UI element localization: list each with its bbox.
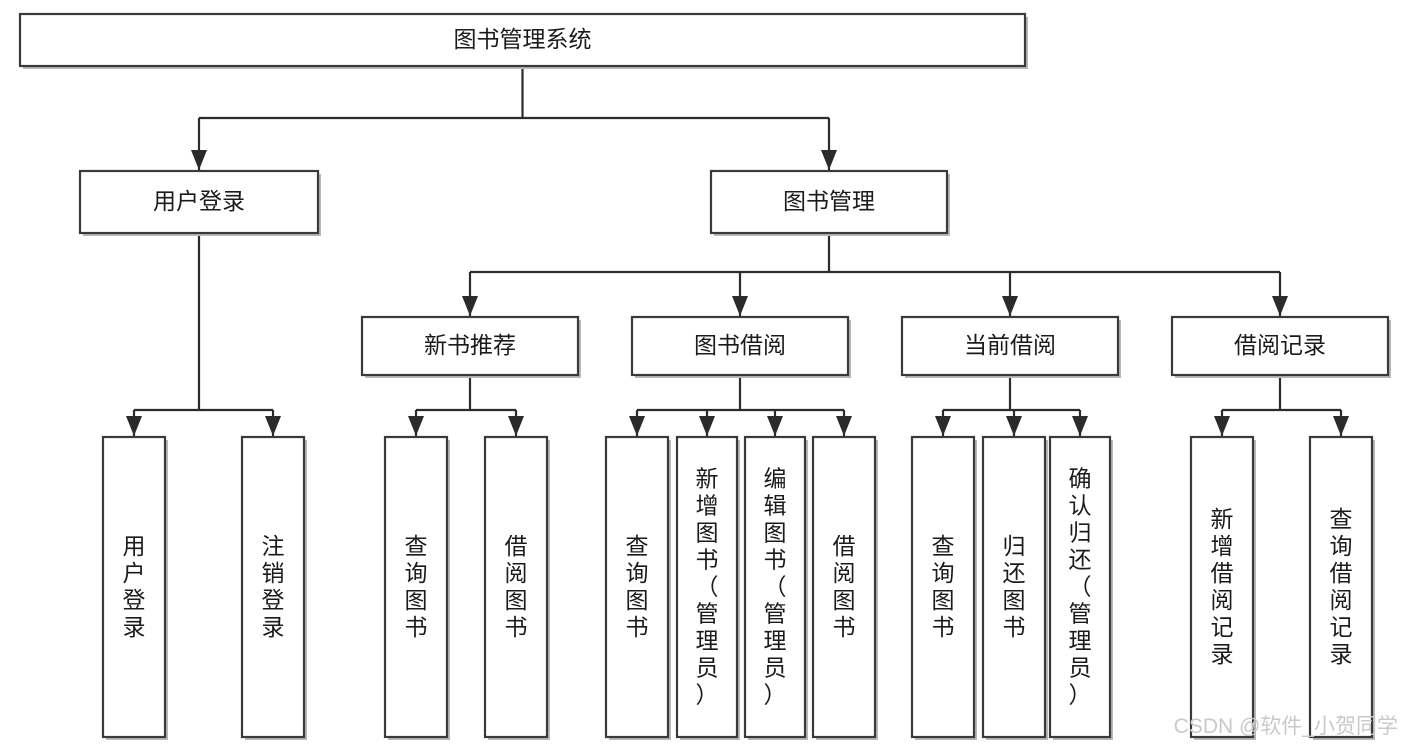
node-user-login[interactable]: 用户登录 — [78, 169, 321, 236]
arrow-head-icon — [629, 416, 645, 436]
node-rect[interactable] — [743, 435, 807, 739]
arrow-head-icon — [767, 416, 783, 436]
node-borrow-record[interactable]: 借阅记录 — [1170, 315, 1391, 378]
node-label: 新书推荐 — [424, 332, 516, 358]
node-label: 借阅图书 — [505, 533, 528, 640]
node-label: 归还图书 — [1003, 533, 1026, 640]
node-l-cb-2[interactable]: 归还图书 — [981, 435, 1048, 740]
arrow-head-icon — [821, 150, 837, 170]
node-current-borrow[interactable]: 当前借阅 — [900, 315, 1121, 378]
arrow-head-icon — [1006, 416, 1022, 436]
node-label: 确认归还（管理员） — [1069, 466, 1092, 708]
node-label: 查询图书 — [626, 533, 649, 640]
node-label: 查询借阅记录 — [1330, 506, 1353, 667]
arrow-head-icon — [408, 416, 424, 436]
node-rect[interactable] — [709, 169, 949, 235]
node-rect[interactable] — [604, 435, 670, 739]
node-label: 当前借阅 — [964, 332, 1056, 358]
node-label: 新增借阅记录 — [1211, 506, 1234, 667]
arrow-head-icon — [1272, 296, 1288, 316]
node-rect[interactable] — [900, 315, 1120, 377]
node-book-borrow[interactable]: 图书借阅 — [630, 315, 851, 378]
node-label: 用户登录 — [153, 188, 245, 214]
node-label: 注销登录 — [262, 533, 285, 640]
arrow-head-icon — [191, 150, 207, 170]
node-l-cb-3[interactable]: 确认归还（管理员） — [1048, 435, 1113, 740]
node-rect[interactable] — [630, 315, 850, 377]
arrow-head-icon — [1072, 416, 1088, 436]
arrow-head-icon — [126, 416, 142, 436]
node-rect[interactable] — [78, 169, 320, 235]
arrow-head-icon — [1333, 416, 1349, 436]
node-rect[interactable] — [811, 435, 877, 739]
node-label: 查询图书 — [405, 533, 428, 640]
arrow-head-icon — [508, 416, 524, 436]
node-rect[interactable] — [483, 435, 549, 739]
arrow-head-icon — [265, 416, 281, 436]
node-l-bb-4[interactable]: 借阅图书 — [811, 435, 878, 740]
csdn-watermark: CSDN @软件_小贺同学 — [1174, 715, 1398, 738]
node-rect[interactable] — [240, 435, 306, 739]
node-rect[interactable] — [981, 435, 1047, 739]
node-new-book-rec[interactable]: 新书推荐 — [360, 315, 581, 378]
arrow-head-icon — [1002, 296, 1018, 316]
node-rect[interactable] — [675, 435, 739, 739]
node-label: 借阅图书 — [833, 533, 856, 640]
node-rect[interactable] — [360, 315, 580, 377]
arrow-head-icon — [462, 296, 478, 316]
node-rect[interactable] — [101, 435, 167, 739]
arrow-head-icon — [1214, 416, 1230, 436]
node-l-bb-3[interactable]: 编辑图书（管理员） — [743, 435, 808, 740]
node-rect[interactable] — [383, 435, 449, 739]
node-l-nbr-1[interactable]: 查询图书 — [383, 435, 450, 740]
node-label: 图书管理 — [783, 188, 875, 214]
node-label: 查询图书 — [932, 533, 955, 640]
node-label: 图书管理系统 — [454, 26, 592, 52]
node-leaf-logout[interactable]: 注销登录 — [240, 435, 307, 740]
arrow-head-icon — [836, 416, 852, 436]
node-rect[interactable] — [1308, 435, 1374, 739]
node-l-nbr-2[interactable]: 借阅图书 — [483, 435, 550, 740]
node-label: 借阅记录 — [1234, 332, 1326, 358]
node-l-bb-1[interactable]: 查询图书 — [604, 435, 671, 740]
arrow-head-icon — [732, 296, 748, 316]
node-l-cb-1[interactable]: 查询图书 — [910, 435, 977, 740]
arrow-head-icon — [935, 416, 951, 436]
node-leaf-user-login[interactable]: 用户登录 — [101, 435, 168, 740]
connector-layer — [126, 66, 1349, 436]
node-l-bb-2[interactable]: 新增图书（管理员） — [675, 435, 740, 740]
node-label: 编辑图书（管理员） — [764, 466, 787, 708]
node-rect[interactable] — [1189, 435, 1255, 739]
node-book-manage[interactable]: 图书管理 — [709, 169, 950, 236]
node-rect[interactable] — [18, 12, 1027, 68]
node-rect[interactable] — [1170, 315, 1390, 377]
node-l-br-2[interactable]: 查询借阅记录 — [1308, 435, 1375, 740]
node-root[interactable]: 图书管理系统 — [18, 12, 1028, 69]
node-label: 用户登录 — [123, 533, 146, 640]
node-layer: 图书管理系统用户登录图书管理新书推荐图书借阅当前借阅借阅记录用户登录注销登录查询… — [18, 12, 1391, 740]
node-l-br-1[interactable]: 新增借阅记录 — [1189, 435, 1256, 740]
node-rect[interactable] — [1048, 435, 1112, 739]
node-rect[interactable] — [910, 435, 976, 739]
node-label: 新增图书（管理员） — [696, 466, 719, 708]
node-label: 图书借阅 — [694, 332, 786, 358]
arrow-head-icon — [699, 416, 715, 436]
